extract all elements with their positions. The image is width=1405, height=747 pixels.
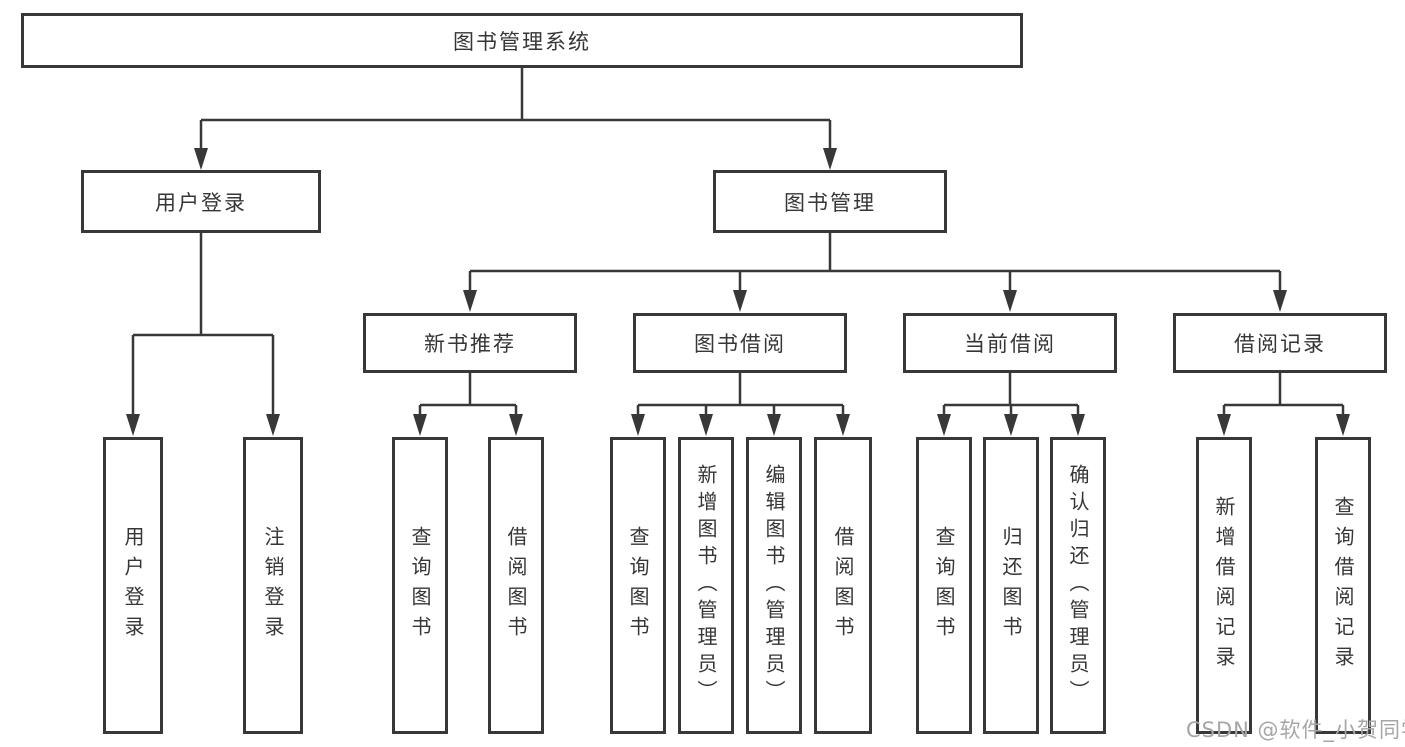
leaf-borrow-books-recommend-label: 借阅图书 xyxy=(504,525,528,646)
node-book-management-label: 图书管理 xyxy=(784,190,876,215)
node-current-borrow: 当前借阅 xyxy=(903,313,1117,373)
leaf-confirm-return-admin: 确认归还（管理员） xyxy=(1050,437,1106,734)
node-root: 图书管理系统 xyxy=(21,13,1023,68)
node-book-borrow-label: 图书借阅 xyxy=(694,332,786,356)
leaf-add-books-admin-label: 新增图书（管理员） xyxy=(694,464,718,707)
leaf-return-books: 归还图书 xyxy=(983,437,1039,734)
leaf-query-books-recommend-label: 查询图书 xyxy=(408,525,432,646)
node-user-login-label: 用户登录 xyxy=(155,190,247,215)
leaf-confirm-return-admin-label: 确认归还（管理员） xyxy=(1066,464,1090,707)
arrowheads xyxy=(126,148,1350,436)
node-borrow-records: 借阅记录 xyxy=(1173,313,1387,373)
leaf-query-borrow-record-label: 查询借阅记录 xyxy=(1331,495,1355,676)
leaf-query-books-recommend: 查询图书 xyxy=(392,437,448,734)
leaf-add-books-admin: 新增图书（管理员） xyxy=(678,437,734,734)
leaf-user-login-label: 用户登录 xyxy=(121,525,145,646)
node-current-borrow-label: 当前借阅 xyxy=(964,332,1056,356)
leaf-query-borrow-record: 查询借阅记录 xyxy=(1315,437,1371,734)
leaf-query-books-borrow: 查询图书 xyxy=(610,437,666,734)
leaf-query-books-current-label: 查询图书 xyxy=(932,525,956,646)
node-new-book-recommend-label: 新书推荐 xyxy=(424,332,516,356)
leaf-query-books-borrow-label: 查询图书 xyxy=(626,525,650,646)
leaf-user-login: 用户登录 xyxy=(103,437,163,734)
node-book-management: 图书管理 xyxy=(713,170,947,233)
connector-path xyxy=(131,68,1345,420)
leaf-edit-books-admin: 编辑图书（管理员） xyxy=(746,437,802,734)
leaf-add-borrow-record: 新增借阅记录 xyxy=(1196,437,1252,734)
leaf-borrow-books-recommend: 借阅图书 xyxy=(488,437,544,734)
node-root-label: 图书管理系统 xyxy=(453,29,591,54)
leaf-return-books-label: 归还图书 xyxy=(999,525,1023,646)
csdn-watermark: CSDN @软件_小贺同学 xyxy=(1186,718,1405,742)
node-book-borrow: 图书借阅 xyxy=(633,313,847,373)
leaf-borrow-books: 借阅图书 xyxy=(814,437,872,734)
leaf-borrow-books-label: 借阅图书 xyxy=(831,525,855,646)
leaf-edit-books-admin-label: 编辑图书（管理员） xyxy=(762,464,786,707)
node-new-book-recommend: 新书推荐 xyxy=(363,313,577,373)
node-user-login: 用户登录 xyxy=(81,170,321,233)
leaf-logout-label: 注销登录 xyxy=(261,525,285,646)
leaf-add-borrow-record-label: 新增借阅记录 xyxy=(1212,495,1236,676)
leaf-logout: 注销登录 xyxy=(243,437,303,734)
node-borrow-records-label: 借阅记录 xyxy=(1234,332,1326,356)
leaf-query-books-current: 查询图书 xyxy=(916,437,972,734)
